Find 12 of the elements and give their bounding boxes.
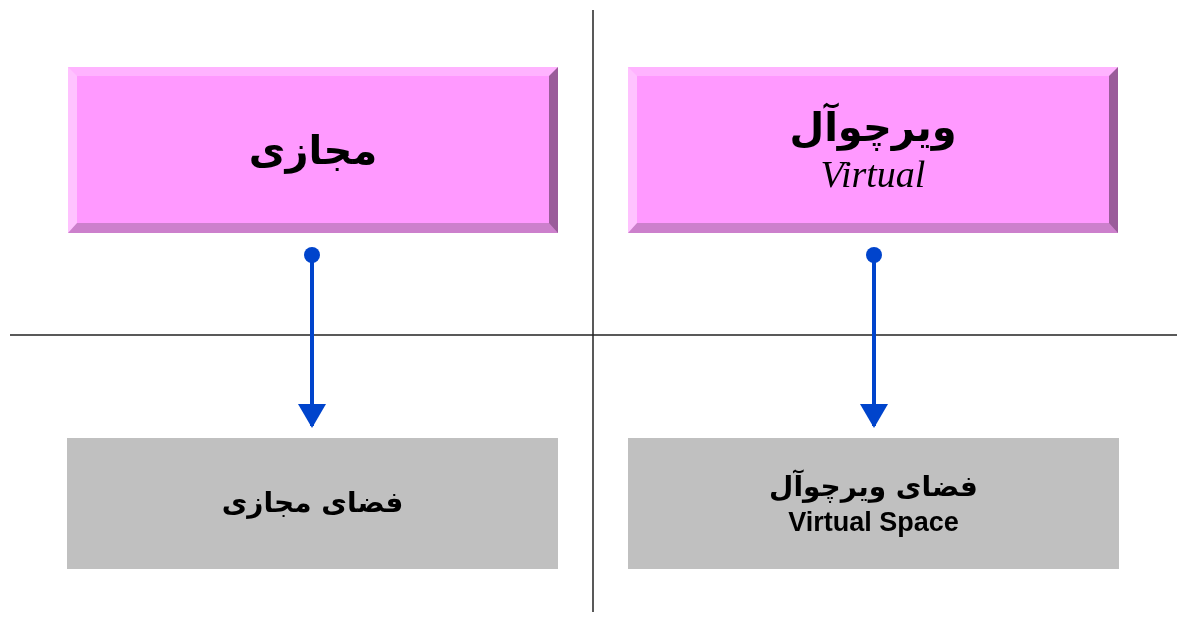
result-box <box>628 438 1119 569</box>
arrow <box>860 247 888 428</box>
persian-label: مجازی <box>248 125 378 175</box>
english-label: Virtual <box>820 151 926 197</box>
result-box <box>67 438 558 569</box>
raised-box <box>68 67 558 233</box>
raised-box <box>628 67 1118 233</box>
persian-label: فضای ویرچوآل <box>769 469 978 506</box>
persian-label: فضای مجازی <box>221 485 404 522</box>
english-label: Virtual Space <box>788 505 959 538</box>
persian-label: ویرچوآل <box>789 101 957 152</box>
arrow <box>298 247 326 428</box>
